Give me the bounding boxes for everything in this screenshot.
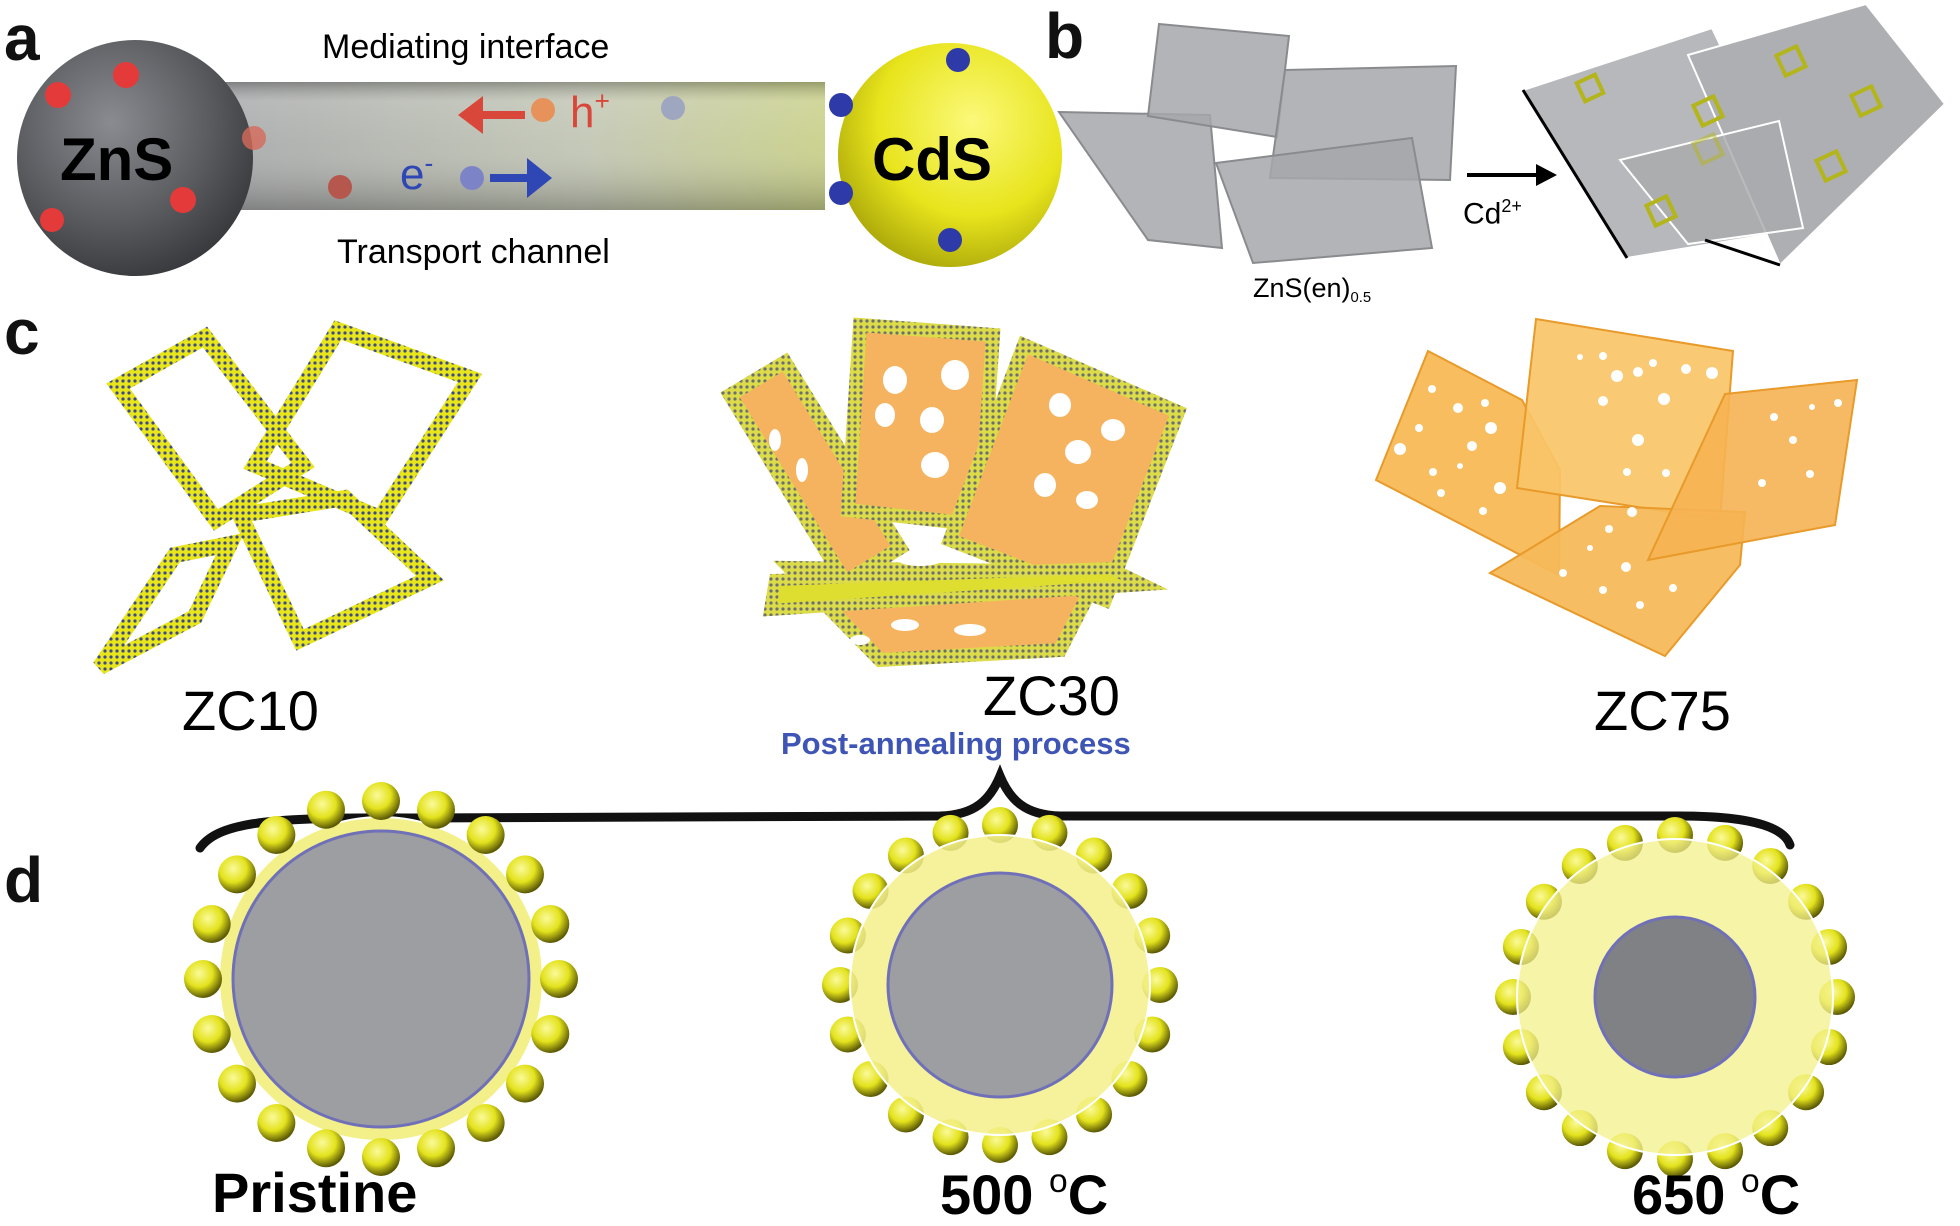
electron-symbol: e xyxy=(400,150,425,200)
cds-bead xyxy=(217,855,256,894)
mediating-interface-label: Mediating interface xyxy=(322,28,610,66)
hole-symbol: h xyxy=(570,88,595,138)
zns-core xyxy=(231,829,531,1129)
electron-dot xyxy=(829,181,853,205)
zns-sphere xyxy=(17,40,266,276)
cds-bead xyxy=(362,1138,400,1176)
panel-d-letter: d xyxy=(4,844,44,916)
zns-core xyxy=(1593,915,1757,1079)
electron-label: e- xyxy=(400,150,433,197)
zc10-hollow-frames xyxy=(93,320,483,675)
sample-label-zc10: ZC10 xyxy=(182,679,319,742)
precursor-label: ZnS(en)0.5 xyxy=(1253,275,1371,306)
sample-label-zc30: ZC30 xyxy=(983,664,1120,727)
cds-bead xyxy=(982,1127,1018,1163)
precursor-formula: ZnS(en) xyxy=(1253,273,1351,303)
cds-bead xyxy=(417,1129,456,1168)
cds-bead xyxy=(506,1064,545,1103)
electron-charge: - xyxy=(424,148,434,178)
electron-dot xyxy=(938,228,962,252)
state-label-pristine: Pristine xyxy=(212,1161,418,1224)
cds-bead xyxy=(257,1104,296,1143)
hole-dot xyxy=(170,187,196,213)
state-label-500c: 500 oC xyxy=(940,1162,1109,1226)
annealed-500c-particle xyxy=(822,807,1178,1163)
cds-bead xyxy=(531,904,570,943)
zns-label: ZnS xyxy=(60,126,174,193)
panel-c-letter: c xyxy=(4,296,40,368)
reagent-formula: Cd xyxy=(1463,197,1502,231)
hole-dot xyxy=(242,126,266,150)
hole-dot xyxy=(113,62,139,88)
cds-bead xyxy=(217,1064,256,1103)
hole-dot xyxy=(40,208,64,232)
reagent-label: Cd2+ xyxy=(1463,197,1522,230)
process-label: Post-annealing process xyxy=(781,726,1131,761)
zns-cds-nanosheets xyxy=(1521,2,1947,267)
hole-carrier-dot xyxy=(531,98,555,122)
cds-bead xyxy=(1142,967,1178,1003)
panel-a-letter: a xyxy=(4,2,40,74)
cds-bead xyxy=(466,1104,505,1143)
zns-en-nanosheets xyxy=(1057,22,1458,265)
annealed-650c-particle xyxy=(1495,817,1855,1177)
cds-bead xyxy=(257,815,296,854)
cds-bead xyxy=(531,1015,570,1054)
cds-domain-squares xyxy=(1574,43,1884,229)
reaction-arrow-icon xyxy=(1467,164,1557,186)
zns-core xyxy=(886,871,1114,1099)
cds-bead xyxy=(192,1015,231,1054)
cds-bead xyxy=(184,960,222,998)
degree-unit: oC xyxy=(1741,1162,1801,1226)
electron-carrier-dot xyxy=(661,96,685,120)
zc75-porous-sheets xyxy=(1374,317,1859,658)
cds-bead xyxy=(822,967,858,1003)
cds-bead-ring xyxy=(184,782,578,1176)
precursor-subscript: 0.5 xyxy=(1350,290,1372,307)
cds-bead xyxy=(540,960,578,998)
sample-label-zc75: ZC75 xyxy=(1594,679,1731,742)
hole-charge: + xyxy=(594,86,610,116)
cds-bead xyxy=(506,855,545,894)
cds-sphere xyxy=(829,43,1062,267)
zc30-framed-sheets xyxy=(720,317,1187,668)
cds-bead xyxy=(417,790,456,829)
cds-bead xyxy=(362,782,400,820)
panel-b-letter: b xyxy=(1045,0,1085,72)
electron-arrow-right-icon xyxy=(490,158,552,198)
cds-bead xyxy=(306,1129,345,1168)
reagent-charge: 2+ xyxy=(1501,196,1522,216)
pristine-particle xyxy=(184,782,578,1176)
cds-bead xyxy=(306,790,345,829)
transport-channel-label: Transport channel xyxy=(337,233,610,271)
hole-arrow-left-icon xyxy=(458,96,525,134)
electron-dot xyxy=(946,48,970,72)
hole-label: h+ xyxy=(570,88,610,135)
cds-bead xyxy=(466,815,505,854)
cds-bead xyxy=(982,807,1018,843)
state-label-650c: 650 oC xyxy=(1632,1162,1801,1226)
hole-carrier-dot xyxy=(328,175,352,199)
electron-carrier-dot xyxy=(460,166,484,190)
electron-dot xyxy=(829,93,853,117)
cds-label: CdS xyxy=(872,126,992,193)
transport-channel-tube xyxy=(225,82,825,210)
degree-unit: oC xyxy=(1049,1162,1109,1226)
hole-dot xyxy=(45,82,71,108)
cds-bead xyxy=(192,904,231,943)
